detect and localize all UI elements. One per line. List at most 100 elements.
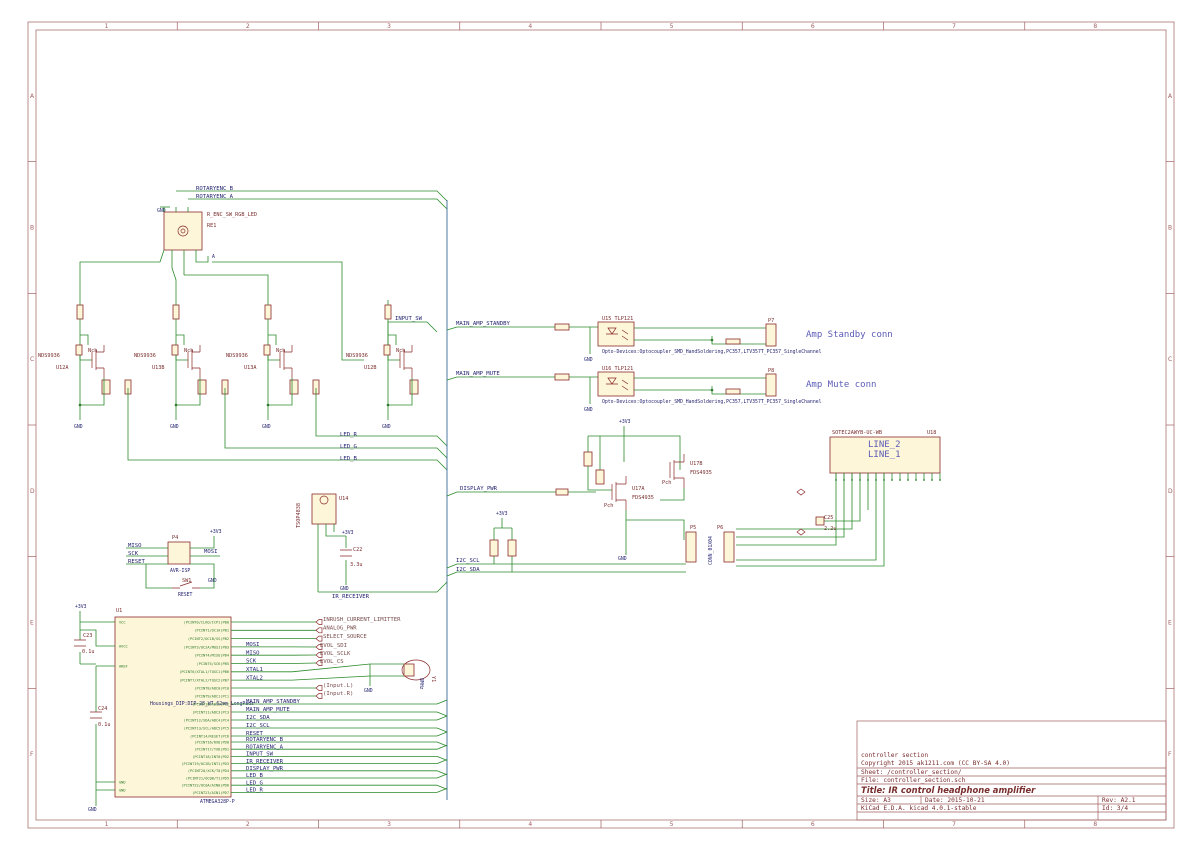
net-ir-receiver: IR_RECEIVER bbox=[332, 594, 370, 600]
grid-col-top: 8 bbox=[1093, 23, 1097, 30]
mcu-right-pin: (PCINT13/SCL/ADC5)PC5 bbox=[184, 726, 229, 730]
tb-id: Id: 3/4 bbox=[1102, 805, 1128, 812]
net-i2c-sda: I2C_SDA bbox=[456, 567, 480, 573]
grid-row-left: C bbox=[30, 356, 34, 363]
display-ref: U18 bbox=[927, 430, 936, 436]
mcu-cap1-value: 0.1u bbox=[82, 649, 95, 655]
net-led-b: LED_B bbox=[340, 456, 357, 462]
encoder-ref: RE1 bbox=[207, 223, 216, 229]
mcu-right-pin: (PCINT20/XCK/T0)PD4 bbox=[188, 769, 229, 773]
mcu-left-pin: AREF bbox=[119, 664, 128, 668]
encoder-gnd: GND bbox=[157, 208, 166, 214]
pfet-a-value: FDS4935 bbox=[632, 495, 654, 501]
mcu-net-label: MISO bbox=[246, 650, 260, 656]
grid-col-top: 6 bbox=[811, 23, 815, 30]
net-rotaryenc-a: ROTARYENC_A bbox=[196, 194, 234, 200]
isp-value: AVR-ISP bbox=[170, 568, 190, 574]
mcu-right-pin: (PCINT14/RESET)PC6 bbox=[190, 734, 229, 738]
display-line1: LINE_1 bbox=[868, 450, 901, 460]
ir-ref: U14 bbox=[339, 496, 348, 502]
net-display-pwr: DISPLAY_PWR bbox=[460, 486, 498, 492]
opto-resistor bbox=[554, 323, 570, 331]
tb-file: File: controller_section.sch bbox=[861, 777, 966, 784]
mcu-atmega: U1 ATMEGA328P-P Housings_DIP:DIP-28_W7.6… bbox=[74, 604, 448, 813]
opto-footprint: Opto-Devices:Optocoupler_SMD_HandSolderi… bbox=[602, 399, 822, 405]
p6-ref: P6 bbox=[717, 525, 723, 531]
mcu-net-label: (Input.R) bbox=[323, 691, 353, 697]
gnd-crystal: GND bbox=[364, 688, 373, 694]
isp-switch-ref: SW1 bbox=[182, 578, 191, 584]
mcu-net-label: MAIN_AMP_STANDBY bbox=[246, 699, 301, 705]
led-resistor bbox=[197, 379, 207, 395]
opto-block: U15 TLP121Opto-Devices:Optocoupler_SMD_H… bbox=[554, 316, 822, 363]
gate-resistor bbox=[384, 304, 392, 320]
grid-col-top: 2 bbox=[246, 23, 250, 30]
net-evol-sdi: EVOL_SDI bbox=[320, 643, 347, 649]
v33-mcu: +3V3 bbox=[75, 604, 87, 610]
mcu-right-pin: (PCINT0/CLKO/ICP1)PB0 bbox=[184, 620, 229, 624]
gnd-mosfet: GND bbox=[262, 424, 271, 430]
mcu-net-label: DISPLAY_PWR bbox=[246, 766, 284, 772]
grid-col-top: 1 bbox=[105, 23, 109, 30]
led-resistor bbox=[409, 379, 419, 395]
mosfet-value: NDS9936 bbox=[226, 353, 248, 359]
grid-col-bottom: 3 bbox=[387, 821, 391, 828]
mcu-right-pin: (PCINT8/ADC0)PC0 bbox=[194, 686, 229, 690]
tb-sheet: Sheet: /controller_section/ bbox=[861, 769, 962, 776]
net-rotaryenc-b: ROTARYENC_B bbox=[196, 186, 234, 192]
rotary-encoder: R_ENC_SW_RGB_LED RE1 GND ROTARYENC_B ROT… bbox=[79, 186, 448, 300]
mcu-right-pin: (PCINT3/OC2A/MOSI)PB3 bbox=[184, 645, 229, 649]
led-driver-mosfets: NDS9936NchU12AGNDNDS9936NchU13BGNDNDS993… bbox=[38, 300, 419, 430]
tb-title: Title: IR control headphone amplifier bbox=[861, 785, 1036, 795]
lcd-display-module: SOTEC2AWYB-UC-WB U18 LINE_2 LINE_1 C25 2… bbox=[736, 430, 941, 567]
pulldown-resistor bbox=[383, 344, 391, 356]
mosfet-value: NDS9936 bbox=[346, 353, 368, 359]
v33-isp: +3V3 bbox=[210, 529, 222, 535]
optocouplers: U15 TLP121Opto-Devices:Optocoupler_SMD_H… bbox=[554, 316, 822, 413]
isp-switch-label: RESET bbox=[178, 592, 193, 598]
tb-rev: Rev: A2.1 bbox=[1102, 797, 1136, 804]
mcu-net-label: RESET bbox=[246, 731, 263, 737]
pulldown-resistor bbox=[263, 344, 271, 356]
mcu-left-pin: GND bbox=[119, 780, 126, 784]
grid-row-left: D bbox=[30, 488, 35, 495]
mosfet-ref: U13A bbox=[244, 365, 257, 371]
grid-col-top: 3 bbox=[387, 23, 391, 30]
isp-miso: MISO bbox=[128, 543, 142, 549]
mcu-symbol-note: Housings_DIP:DIP-28_W7.62mm_LongPads bbox=[150, 701, 254, 707]
opto-connector bbox=[765, 323, 777, 347]
mcu-cap2-ref: C24 bbox=[98, 706, 107, 712]
gnd-opto: GND bbox=[584, 357, 593, 363]
grid-col-bottom: 5 bbox=[670, 821, 674, 828]
mcu-net-label: INPUT_SW bbox=[246, 752, 274, 758]
gnd-mosfet: GND bbox=[170, 424, 179, 430]
ir-cap-value: 3.3u bbox=[350, 562, 363, 568]
gate-resistor bbox=[172, 304, 180, 320]
mcu-right-pin: (PCINT4/MISO)PB4 bbox=[194, 654, 229, 658]
opto-led-resistor bbox=[725, 388, 741, 395]
opto-led-resistor bbox=[725, 338, 741, 345]
grid-row-right: D bbox=[1168, 488, 1173, 495]
opto-ref: U15 TLP121 bbox=[602, 316, 633, 322]
mcu-cap1-ref: C23 bbox=[83, 633, 92, 639]
mcu-net-label: I2C_SCL bbox=[246, 723, 270, 729]
mcu-right-pin: (PCINT16/RXD)PD0 bbox=[194, 740, 229, 744]
mcu-right-pin: (PCINT22/OC0A/AIN0)PD6 bbox=[181, 784, 229, 788]
mosfet-ref: U13B bbox=[152, 365, 165, 371]
mcu-right-pin: (PCINT12/SDA/ADC4)PC4 bbox=[184, 718, 229, 722]
grid-col-bottom: 4 bbox=[528, 821, 532, 828]
mcu-net-label: XTAL2 bbox=[246, 675, 263, 681]
mcu-right-pin: (PCINT11/ADC3)PC3 bbox=[192, 710, 229, 714]
gnd-mcu: GND bbox=[88, 807, 97, 813]
opto-connector bbox=[765, 373, 777, 397]
i2c-connectors: P5 P6 CONN_01X04 I2C_SCL I2C_SDA +3V3 bbox=[446, 511, 735, 577]
grid-col-bottom: 6 bbox=[811, 821, 815, 828]
grid-col-bottom: 1 bbox=[105, 821, 109, 828]
mcu-left-pin: VCC bbox=[119, 620, 126, 624]
pfet-b-type: Pch bbox=[662, 480, 671, 486]
mcu-net-label: LED_G bbox=[246, 780, 263, 786]
